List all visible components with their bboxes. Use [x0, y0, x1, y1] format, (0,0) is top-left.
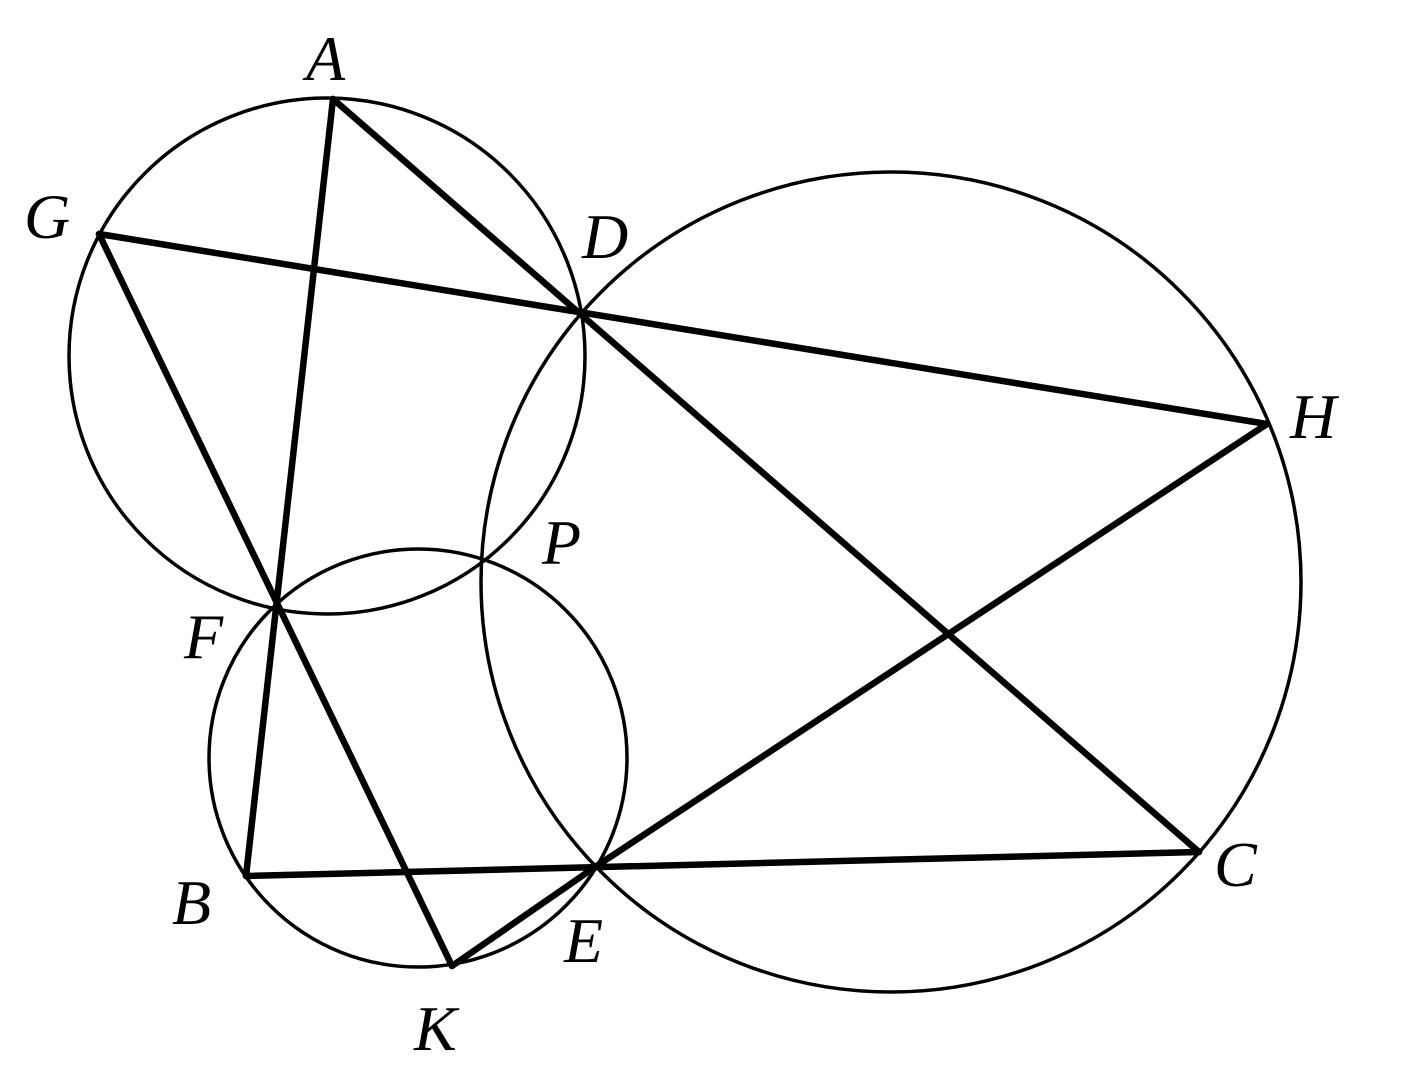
point-label-c: C — [1214, 829, 1258, 900]
segment-gk — [95, 230, 456, 970]
segment-ke — [448, 863, 599, 970]
segment-eh — [591, 420, 1271, 871]
point-label-b: B — [172, 867, 211, 938]
point-label-h: H — [1289, 381, 1340, 452]
point-label-k: K — [413, 993, 460, 1064]
circle-adf — [67, 96, 587, 616]
point-label-g: G — [24, 181, 70, 252]
segment-ac — [329, 95, 1203, 856]
point-label-f: F — [183, 601, 224, 672]
point-label-d: D — [581, 201, 628, 272]
point-label-p: P — [541, 507, 581, 578]
segment-ab — [242, 95, 337, 880]
segment-bc — [242, 848, 1203, 880]
circles-layer — [67, 96, 1303, 994]
segment-gh — [95, 230, 1271, 428]
point-label-a: A — [302, 23, 346, 94]
labels-layer: A B C D E F G H K P — [24, 23, 1340, 1064]
segments-layer — [95, 95, 1271, 970]
circle-bfe — [207, 547, 629, 969]
circle-dce — [479, 170, 1303, 994]
point-label-e: E — [563, 905, 603, 976]
